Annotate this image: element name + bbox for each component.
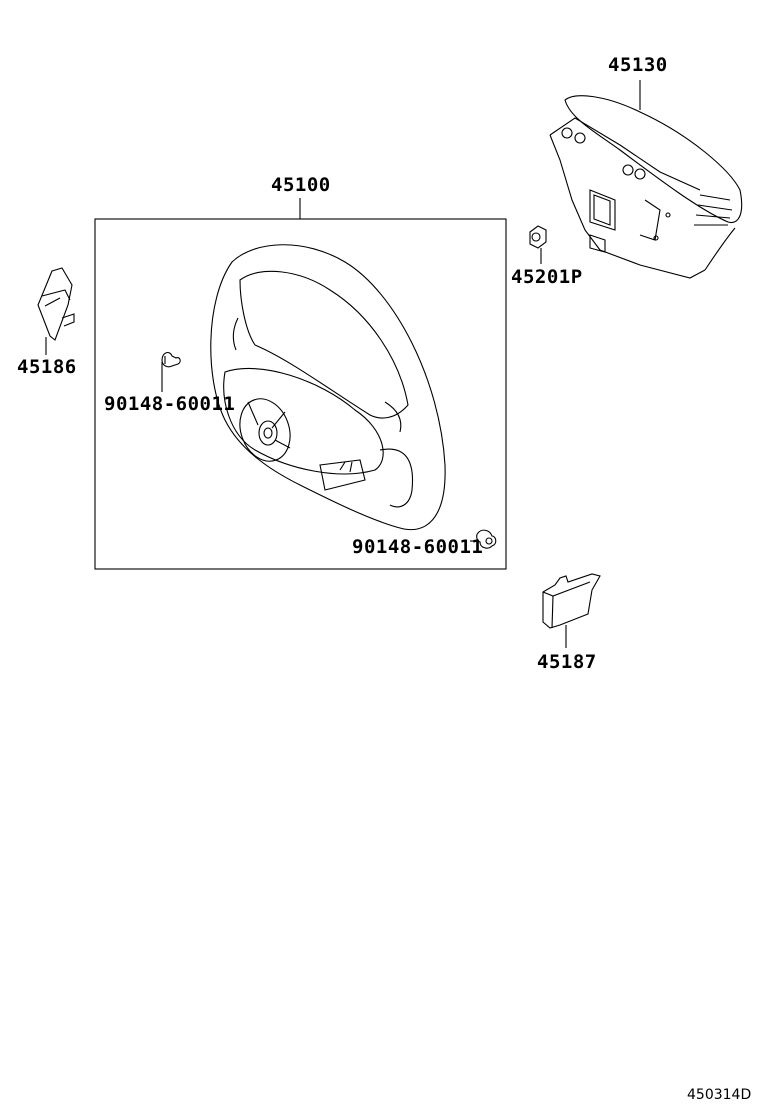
screw-right-icon xyxy=(470,529,497,549)
part-label-45186[interactable]: 45186 xyxy=(17,356,77,378)
part-label-45201p[interactable]: 45201P xyxy=(511,266,583,288)
part-label-90148-60011-left[interactable]: 90148-60011 xyxy=(104,393,236,415)
part-label-90148-60011-right[interactable]: 90148-60011 xyxy=(352,536,484,558)
steering-pad-icon xyxy=(549,80,743,279)
right-switch-cover-icon xyxy=(542,573,601,648)
diagram-reference-code: 450314D xyxy=(687,1087,752,1103)
nut-icon xyxy=(529,225,547,264)
part-label-45187[interactable]: 45187 xyxy=(537,651,597,673)
assembly-group-box xyxy=(94,198,507,570)
left-switch-cover-icon xyxy=(37,267,75,355)
part-label-45100[interactable]: 45100 xyxy=(271,174,331,196)
steering-wheel-icon xyxy=(210,244,446,531)
part-label-45130[interactable]: 45130 xyxy=(608,54,668,76)
screw-left-icon xyxy=(161,351,181,392)
